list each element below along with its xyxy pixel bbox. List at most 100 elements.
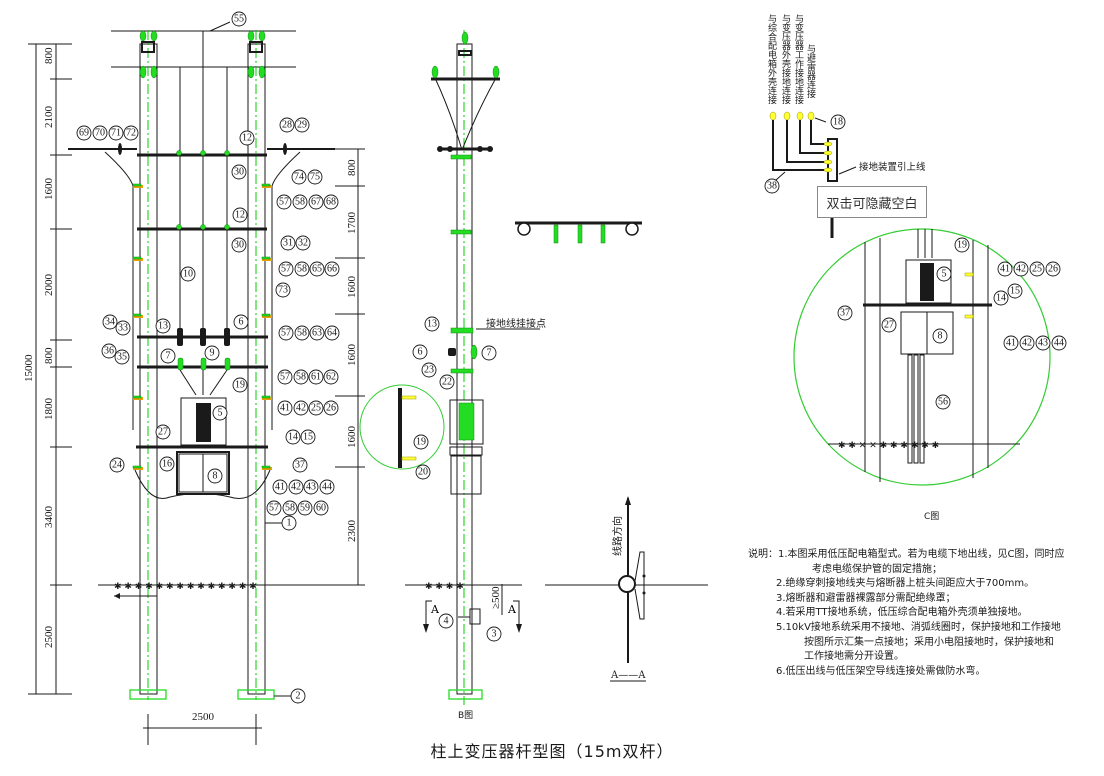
svg-text:5: 5 [218,408,223,419]
svg-text:7: 7 [166,351,171,362]
section-a-a: 线路方向 A——A [548,496,708,682]
svg-text:74: 74 [294,172,304,183]
svg-text:29: 29 [297,120,307,131]
svg-text:43: 43 [1038,338,1048,349]
svg-text:16: 16 [162,459,172,470]
svg-text:15: 15 [1010,286,1020,297]
section-marker-left: A [423,600,440,633]
svg-text:10: 10 [183,269,193,280]
right-dimension-chain: 800 1700 1600 1600 1600 2300 [335,148,365,586]
svg-text:55: 55 [234,14,244,25]
view-c-label: C图 [924,511,939,522]
notes: 说明：1.本图采用低压配电箱型式。若为电缆下地出线，见C图，同时应 考虑电缆保护… [748,549,1065,677]
svg-text:59: 59 [300,503,310,514]
svg-text:27: 27 [884,320,894,331]
svg-text:19: 19 [957,240,967,251]
svg-text:38: 38 [767,181,777,192]
svg-text:8: 8 [213,471,218,482]
svg-text:57: 57 [269,503,279,514]
svg-text:13: 13 [158,321,168,332]
dim-2000: 2000 [43,274,55,297]
svg-text:42: 42 [1022,338,1032,349]
svg-text:A: A [430,603,440,616]
c-view: ✱ ✱ ✕ ✕ ✱ ✱ ✱ ✱ ✱ ✱ C图 19 5 41 42 25 26 … [793,228,1067,522]
hide-blank-box[interactable]: 双击可隐藏空白 [817,186,927,218]
svg-text:61: 61 [311,372,321,383]
svg-text:5: 5 [942,269,947,280]
svg-text:30: 30 [234,167,244,178]
svg-text:70: 70 [95,128,105,139]
bottom-dimension: 2500 [143,711,262,745]
dim-1800: 1800 [43,398,55,421]
svg-text:41: 41 [280,403,290,414]
side-balloons: 13 6 7 23 22 4 3 [412,316,502,642]
svg-text:44: 44 [1054,338,1064,349]
svg-text:57: 57 [281,264,291,275]
svg-text:64: 64 [327,328,337,339]
svg-text:60: 60 [316,503,326,514]
side-depth-dim: ≥500 [490,584,503,615]
svg-text:67: 67 [311,197,321,208]
svg-text:42: 42 [291,482,301,493]
ground-hook-point-label: 接地线挂接点 [486,317,546,330]
section-marker-right: A [507,600,522,633]
ground-line-front: ✱ ✱ ✱ ✱ ✱ ✱ ✱ ✱ ✱ ✱ ✱ ✱ ✱ ✱ [98,582,335,599]
svg-text:71: 71 [111,128,121,139]
svg-text:42: 42 [1016,264,1026,275]
svg-text:57: 57 [279,197,289,208]
dim-3400: 3400 [43,506,55,529]
side-view-b: ≥500 ✱ ✱ ✱ ✱ A A 接地线挂接点 B图 13 6 7 23 22 … [359,30,560,721]
svg-text:32: 32 [298,238,308,249]
depth-min-500: ≥500 [490,586,502,609]
svg-text:65: 65 [312,264,322,275]
svg-text:25: 25 [311,403,321,414]
svg-text:56: 56 [938,397,948,408]
dim-r-1600c: 1600 [346,426,358,449]
svg-text:26: 26 [326,403,336,414]
svg-text:35: 35 [117,352,127,363]
lead-label-transformer-work: 与变压器工作接地连接 [793,14,803,104]
svg-text:19: 19 [235,380,245,391]
dim-r-1600b: 1600 [346,344,358,367]
balloon-55: 55 [231,11,247,27]
svg-text:12: 12 [235,210,245,221]
notes-heading: 说明： [748,549,778,560]
svg-text:✱ ✱ ✱ ✱: ✱ ✱ ✱ ✱ [425,582,464,592]
svg-text:44: 44 [322,482,332,493]
svg-text:15: 15 [303,432,313,443]
svg-text:12: 12 [242,133,252,144]
dim-r-800: 800 [346,159,358,176]
svg-text:14: 14 [288,432,298,443]
svg-text:23: 23 [424,365,434,376]
svg-text:3: 3 [492,629,497,640]
front-balloons: 55 69 70 71 72 28 29 12 30 74 75 57 58 6… [76,11,340,704]
svg-text:✱ ✱ ✱ ✱ ✱ ✱ ✱ ✱ ✱ ✱ ✱ ✱ ✱ ✱: ✱ ✱ ✱ ✱ ✱ ✱ ✱ ✱ ✱ ✱ ✱ ✱ ✱ ✱ [114,582,257,592]
svg-text:69: 69 [79,128,89,139]
svg-text:2: 2 [296,691,301,702]
view-b-label: B图 [458,710,473,721]
dim-2500: 2500 [43,626,55,649]
drawing-title: 柱上变压器杆型图（15m双杆） [430,742,674,761]
dim-800-top: 800 [43,47,55,64]
dim-r-1700: 1700 [346,212,358,235]
svg-text:6: 6 [239,317,244,328]
balloon-18: 18 [830,114,846,130]
dim-15000: 15000 [23,354,35,382]
svg-text:13: 13 [427,319,437,330]
svg-text:66: 66 [327,264,337,275]
dim-r-1600a: 1600 [346,276,358,299]
lead-label-arrester: 与避雷器连接 [805,44,815,98]
svg-text:7: 7 [487,348,492,359]
svg-text:24: 24 [112,460,122,471]
svg-text:62: 62 [326,372,336,383]
dim-1600: 1600 [43,178,55,201]
svg-text:68: 68 [326,197,336,208]
crossarm-top-view [515,221,642,244]
svg-text:58: 58 [297,264,307,275]
svg-text:8: 8 [938,331,943,342]
svg-text:58: 58 [297,328,307,339]
lead-label-lv-box: 与综合配电箱外壳连接 [766,14,776,104]
dim-800-mid: 800 [43,347,55,364]
svg-text:A: A [507,603,517,616]
